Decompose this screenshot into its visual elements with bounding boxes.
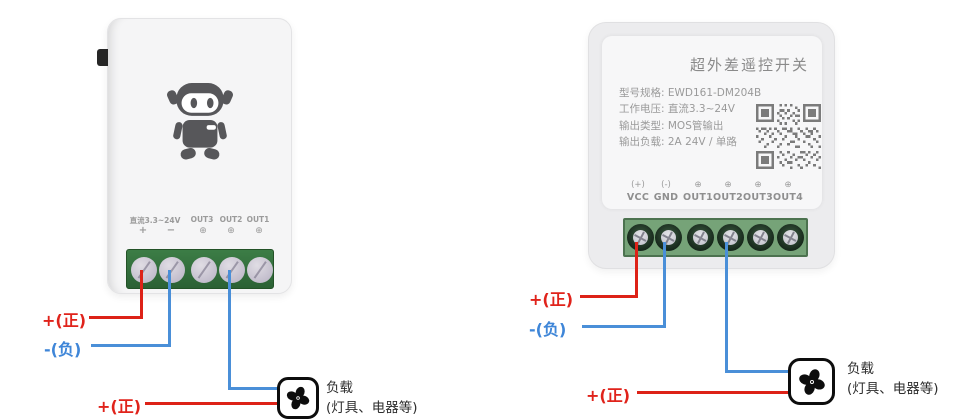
left-screw-out2 (219, 257, 245, 283)
left-screw-out3 (191, 257, 217, 283)
left-screw-symbol-out3: ⊕ (199, 226, 207, 236)
left-device-side-button (97, 49, 108, 66)
right-screw-out3 (746, 224, 774, 251)
left-wire-positive-vertical (140, 270, 143, 319)
right-screw-out2 (716, 224, 744, 251)
out1-symbol: ⊕ (694, 180, 702, 190)
right-wire-load-positive (637, 391, 790, 394)
right-load-positive-wire-label: +(正) (586, 386, 631, 405)
right-positive-wire-label: +(正) (529, 290, 574, 309)
terminal-col-out2: ⊕ OUT2 (710, 179, 746, 204)
vcc-name: VCC (626, 192, 650, 203)
left-relay-device: 直流3.3~24V OUT3 OUT2 OUT1 + − ⊕ ⊕ ⊕ (97, 18, 292, 294)
spec-output-type: 输出类型: MOS管输出 (619, 119, 724, 132)
left-wire-load-positive (145, 402, 279, 405)
qr-code (756, 104, 821, 169)
left-wire-negative-horizontal (91, 344, 170, 347)
left-wire-positive-horizontal (89, 316, 142, 319)
spec-model: 型号规格: EWD161-DM204B (619, 87, 762, 99)
right-wire-positive-horizontal (580, 295, 637, 298)
right-screw-gnd (654, 224, 682, 251)
left-screw-minus (159, 257, 185, 283)
right-device-specs: 型号规格: EWD161-DM204B 工作电压: 直流3.3~24V 输出类型… (619, 85, 761, 150)
right-load-title: 负载 (847, 361, 874, 377)
vcc-symbol: (+) (631, 180, 645, 190)
left-out1-label: OUT1 (246, 215, 270, 224)
right-device-title: 超外差遥控开关 (689, 56, 809, 74)
out4-name: OUT4 (772, 192, 804, 203)
left-terminal-block (126, 249, 274, 289)
left-minus-symbol: − (166, 225, 176, 236)
left-screw-out1 (247, 257, 273, 283)
right-wire-negative-vertical (663, 242, 666, 328)
left-wire-out2-vertical (228, 270, 231, 390)
right-negative-wire-label: -(负) (529, 320, 567, 339)
left-power-label: 直流3.3~24V (129, 216, 181, 225)
left-wire-negative-vertical (168, 270, 171, 347)
out3-symbol: ⊕ (754, 180, 762, 190)
out4-symbol: ⊕ (784, 180, 792, 190)
out2-name: OUT2 (712, 192, 744, 203)
left-load-subtitle: (灯具、电器等) (326, 400, 418, 416)
right-screw-out4 (776, 224, 804, 251)
out3-name: OUT3 (742, 192, 774, 203)
right-device-front-panel: 超外差遥控开关 型号规格: EWD161-DM204B 工作电压: 直流3.3~… (602, 36, 822, 209)
terminal-col-out1: ⊕ OUT1 (680, 179, 716, 204)
right-terminal-block (623, 218, 808, 257)
left-screw-symbol-out1: ⊕ (255, 226, 263, 236)
left-load-title: 负载 (326, 380, 353, 396)
left-wire-out2-horizontal (228, 387, 279, 390)
spec-voltage: 工作电压: 直流3.3~24V (619, 103, 735, 116)
left-out2-label: OUT2 (219, 215, 243, 224)
left-positive-wire-label: +(正) (42, 311, 87, 330)
right-wire-out2-horizontal (725, 370, 790, 373)
left-out3-label: OUT3 (190, 215, 214, 224)
left-load-positive-wire-label: +(正) (97, 397, 142, 416)
gnd-name: GND (653, 192, 679, 203)
right-load-label: 负载 (灯具、电器等) (847, 359, 939, 399)
right-screw-out1 (686, 224, 714, 251)
terminal-col-out3: ⊕ OUT3 (740, 179, 776, 204)
left-load-fan-icon (277, 377, 319, 419)
right-screw-vcc (626, 224, 654, 251)
right-load-subtitle: (灯具、电器等) (847, 381, 939, 397)
gnd-symbol: (-) (661, 180, 671, 190)
left-negative-wire-label: -(负) (44, 340, 82, 359)
terminal-col-gnd: (-) GND (648, 179, 684, 204)
right-wire-negative-horizontal (582, 325, 665, 328)
out1-name: OUT1 (682, 192, 714, 203)
left-plus-symbol: + (138, 225, 148, 236)
terminal-col-vcc: (+) VCC (620, 179, 656, 204)
right-relay-device: 超外差遥控开关 型号规格: EWD161-DM204B 工作电压: 直流3.3~… (588, 22, 835, 269)
spec-output-load: 输出负载: 2A 24V / 单路 (619, 135, 737, 148)
terminal-col-out4: ⊕ OUT4 (770, 179, 806, 204)
right-wire-positive-vertical (635, 242, 638, 298)
right-wire-out2-vertical (725, 242, 728, 373)
out2-symbol: ⊕ (724, 180, 732, 190)
robot-logo-icon (167, 83, 233, 160)
left-load-label: 负载 (灯具、电器等) (326, 378, 418, 418)
left-screw-plus (131, 257, 157, 283)
left-screw-symbol-out2: ⊕ (227, 226, 235, 236)
right-load-fan-icon (788, 358, 835, 405)
